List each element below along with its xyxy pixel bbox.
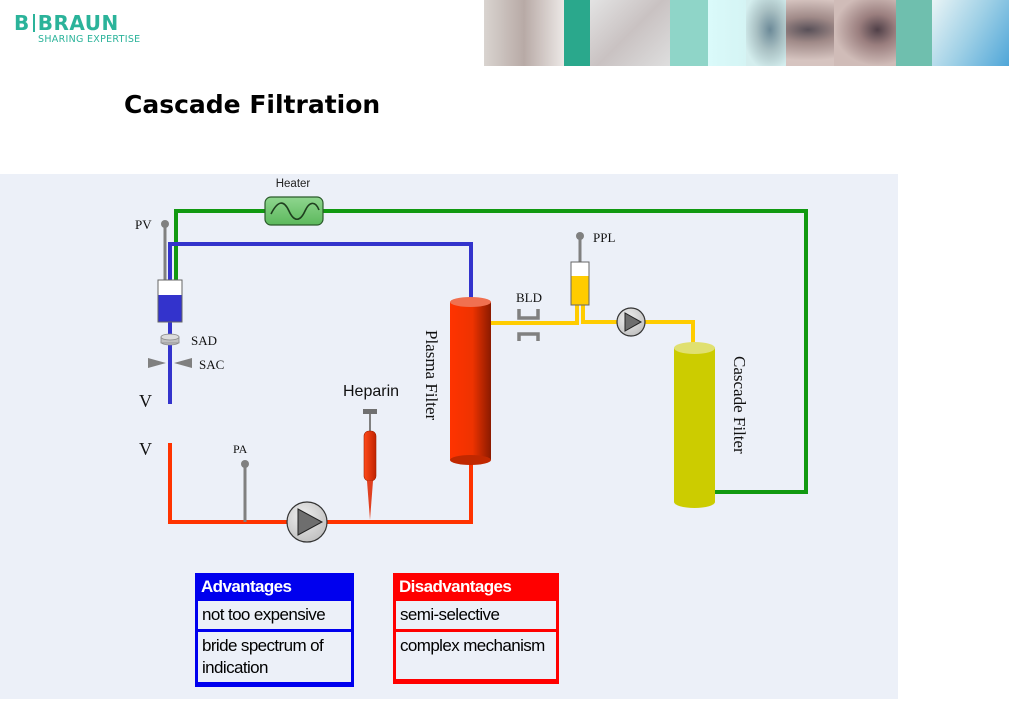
plasma-filter: Plasma Filter [422,297,491,465]
cascade-filter: Cascade Filter [674,342,749,508]
cascade-filter-label: Cascade Filter [730,356,749,454]
logo-braun: BRAUN [37,11,119,35]
venous-access-label: V [139,391,152,411]
heater-label: Heater [276,178,311,190]
pv-label: PV [135,217,152,232]
braun-logo: B BRAUN SHARING EXPERTISE [14,12,140,46]
disadvantages-item: complex mechanism [396,632,556,679]
heparin-label: Heparin [343,383,399,400]
bld-label: BLD [516,290,542,305]
sac-label: SAC [199,357,224,372]
ppl-label: PPL [593,230,615,245]
pa-label: PA [233,442,248,456]
header-banner-image [484,0,1009,66]
logo-separator [32,14,35,32]
logo-wordmark: B BRAUN [14,12,140,34]
advantages-item: not too expensive [198,601,351,629]
logo-b: B [14,11,30,35]
disadvantages-box: Disadvantages semi-selective complex mec… [393,573,559,684]
advantages-box: Advantages not too expensive bride spect… [195,573,354,687]
clamp-right-icon [174,358,192,368]
advantages-header: Advantages [201,577,292,596]
sac-clamp: SAC [148,357,224,372]
plasma-filter-label: Plasma Filter [422,330,441,421]
logo-tagline: SHARING EXPERTISE [38,34,141,45]
plasma-chamber [570,261,590,306]
pv-pressure-sensor: PV [135,217,169,280]
slide-title: Cascade Filtration [124,90,381,119]
return-line-green [174,209,808,494]
disadvantages-header: Disadvantages [399,577,512,596]
heater: Heater [264,178,324,226]
pump-play-icon [297,508,324,536]
pa-pressure-sensor: PA [233,442,249,522]
clamp-left-icon [148,358,166,368]
sad-air-detector: SAD [160,333,217,348]
plasma-pump [616,307,646,337]
blood-pump [286,501,328,543]
ppl-pressure-sensor: PPL [576,230,615,262]
heater-wave-icon [270,202,320,221]
heater-body [264,196,324,226]
arterial-access-label: V [139,439,152,459]
sad-label: SAD [191,333,217,348]
disadvantages-item: semi-selective [396,601,556,629]
plasma-line-yellow [491,305,695,346]
advantages-item: bride spectrum of indication [198,632,351,682]
venous-drip-chamber [157,279,183,323]
bld-blood-leak-detector: BLD [516,290,542,341]
heparin-syringe: Heparin [343,383,399,520]
plasma-pump-play-icon [624,312,643,332]
